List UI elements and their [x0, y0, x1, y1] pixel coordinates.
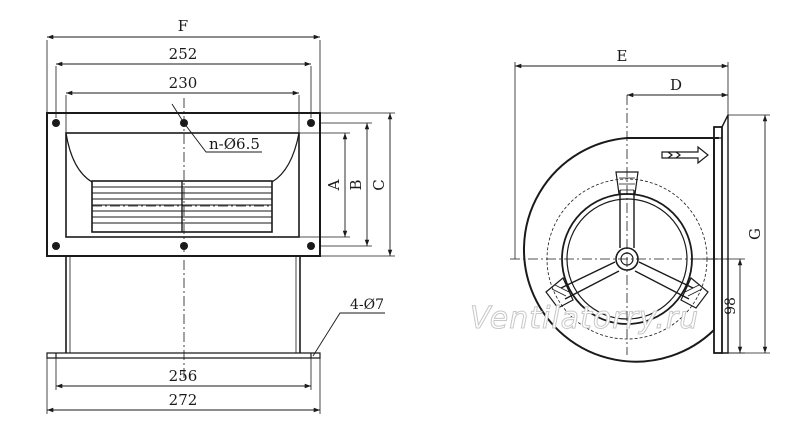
label-256: 256: [169, 367, 198, 385]
spider-arm-left: [560, 261, 620, 300]
spider-arm-right: [634, 261, 694, 300]
flow-arrow-icon: [661, 145, 709, 165]
bolt-hole: [52, 242, 60, 250]
foot-holes-leader: [312, 312, 385, 357]
watermark: Ventilatorry.ru: [470, 301, 699, 336]
impeller-blades: [92, 181, 272, 232]
label-hole-note: n-Ø6.5: [209, 135, 260, 153]
scroll-housing: [522, 137, 719, 363]
mount-left: [545, 277, 574, 309]
label-98: 98: [723, 297, 739, 315]
label-252: 252: [169, 45, 198, 63]
bolt-hole: [52, 119, 60, 127]
hole-note-leader: [171, 103, 262, 153]
label-F: F: [178, 17, 188, 35]
rubber-mounts: [545, 171, 709, 309]
bolt-hole: [307, 242, 315, 250]
label-foot-holes: 4-Ø7: [350, 297, 384, 313]
label-230: 230: [169, 74, 198, 92]
base-feet: [46, 352, 321, 359]
label-D: D: [670, 76, 682, 94]
mount-top: [615, 171, 639, 195]
front-view: [46, 34, 395, 414]
label-G: G: [746, 228, 764, 240]
label-A: A: [325, 179, 343, 191]
label-C: C: [370, 179, 388, 190]
outlet-flange: [713, 126, 723, 354]
front-flange-outer: [46, 112, 321, 257]
label-B: B: [347, 179, 365, 190]
label-E: E: [617, 47, 628, 65]
label-272: 272: [169, 391, 198, 409]
side-view: [510, 62, 770, 363]
spider-arm-top: [619, 190, 635, 248]
front-housing-body: [65, 256, 301, 353]
outlet-perspective: [65, 132, 300, 183]
mount-right: [680, 277, 709, 309]
front-flange-inner: [65, 132, 300, 238]
bolt-hole: [307, 119, 315, 127]
